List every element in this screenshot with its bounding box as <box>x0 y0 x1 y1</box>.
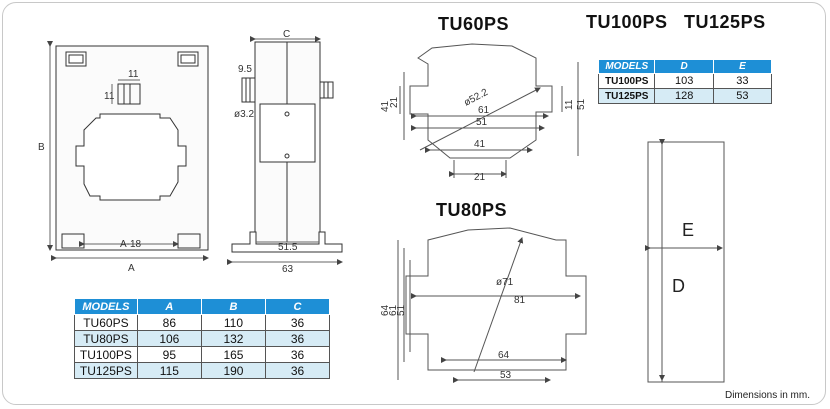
tu60-dim-41: 41 <box>380 100 391 112</box>
table-cell: TU100PS <box>597 73 656 89</box>
table-header-row: MODELS A B C <box>74 298 330 315</box>
table-row: TU60PS 86 110 36 <box>74 314 330 331</box>
label-9-5: 9.5 <box>238 64 252 75</box>
table-cell: 132 <box>200 330 267 347</box>
table-cell: TU60PS <box>74 314 138 331</box>
tu60-dim-51-right: 51 <box>576 98 587 110</box>
table-cell: 36 <box>265 362 330 379</box>
tu80-dim-64-vertical: 64 <box>380 304 391 316</box>
column-header: D <box>654 59 714 74</box>
dimensions-note: Dimensions in mm. <box>724 390 810 401</box>
tu80-dim-dia: ø71 <box>496 277 514 288</box>
column-header: MODELS <box>597 59 656 74</box>
tu60-dim-21-bottom: 21 <box>474 172 486 183</box>
column-header: C <box>265 298 330 315</box>
table-cell: 33 <box>712 73 773 89</box>
tu60-dim-11: 11 <box>564 99 575 110</box>
tu80-dim-51-vertical: 51 <box>396 304 407 316</box>
table-row: TU80PS 106 132 36 <box>74 330 330 347</box>
de-drawing <box>645 139 725 383</box>
label-63: 63 <box>282 264 294 275</box>
front-view-drawing <box>47 41 209 261</box>
table-cell: 106 <box>136 330 202 347</box>
tu80-dim-64: 64 <box>498 350 510 361</box>
table-cell: 103 <box>654 73 714 89</box>
table-row: TU125PS 128 53 <box>597 88 773 104</box>
tu60-dim-61: 61 <box>478 105 490 116</box>
title-tu100ps-tu125ps: TU100PS TU125PS <box>586 12 766 32</box>
tu80-dim-81: 81 <box>514 295 526 306</box>
table-row: TU100PS 103 33 <box>597 73 773 89</box>
table-cell: 115 <box>136 362 202 379</box>
label-11-top: 11 <box>128 69 139 80</box>
dimensions-table-abc: MODELS A B C TU60PS 86 110 36 TU80PS 106… <box>74 298 330 379</box>
table-cell: TU100PS <box>74 346 138 363</box>
column-header: A <box>136 298 202 315</box>
table-cell: TU125PS <box>597 88 656 104</box>
title-tu60ps: TU60PS <box>438 14 510 34</box>
table-row: TU125PS 115 190 36 <box>74 362 330 379</box>
tu80-window-drawing <box>397 227 587 383</box>
table-header-row: MODELS D E <box>597 59 773 74</box>
table-cell: TU125PS <box>74 362 138 379</box>
label-e: E <box>682 220 694 240</box>
side-view-drawing <box>227 36 343 265</box>
label-c: C <box>283 29 290 40</box>
table-cell: 86 <box>136 314 202 331</box>
table-cell: 36 <box>265 314 330 331</box>
column-header: MODELS <box>74 298 138 315</box>
tu80-dim-53: 53 <box>500 370 512 381</box>
dimensions-table-de: MODELS D E TU100PS 103 33 TU125PS 128 53 <box>597 59 773 104</box>
table-cell: 110 <box>200 314 267 331</box>
tu80-dim-61-vertical: 61 <box>388 304 399 316</box>
table-cell: 36 <box>265 346 330 363</box>
outer-frame <box>2 2 826 405</box>
tu60-dim-51: 51 <box>476 117 488 128</box>
column-header: B <box>200 298 267 315</box>
label-dia-3-2: ø3.2 <box>234 109 254 120</box>
table-cell: 165 <box>200 346 267 363</box>
column-header: E <box>712 59 773 74</box>
label-a: A <box>128 263 135 274</box>
tu60-dim-21: 21 <box>389 96 400 108</box>
tu60-window-drawing <box>399 43 579 178</box>
table-cell: 128 <box>654 88 714 104</box>
label-b: B <box>38 142 45 153</box>
table-cell: 53 <box>712 88 773 104</box>
table-cell: TU80PS <box>74 330 138 347</box>
label-a-18: A-18 <box>120 239 142 250</box>
table-cell: 36 <box>265 330 330 347</box>
title-tu80ps: TU80PS <box>436 200 508 220</box>
table-row: TU100PS 95 165 36 <box>74 346 330 363</box>
label-11-side: 11 <box>104 91 115 102</box>
table-cell: 95 <box>136 346 202 363</box>
table-cell: 190 <box>200 362 267 379</box>
label-d: D <box>672 276 685 296</box>
label-51-5: 51.5 <box>278 242 298 253</box>
tu60-dim-41-bottom: 41 <box>474 139 486 150</box>
